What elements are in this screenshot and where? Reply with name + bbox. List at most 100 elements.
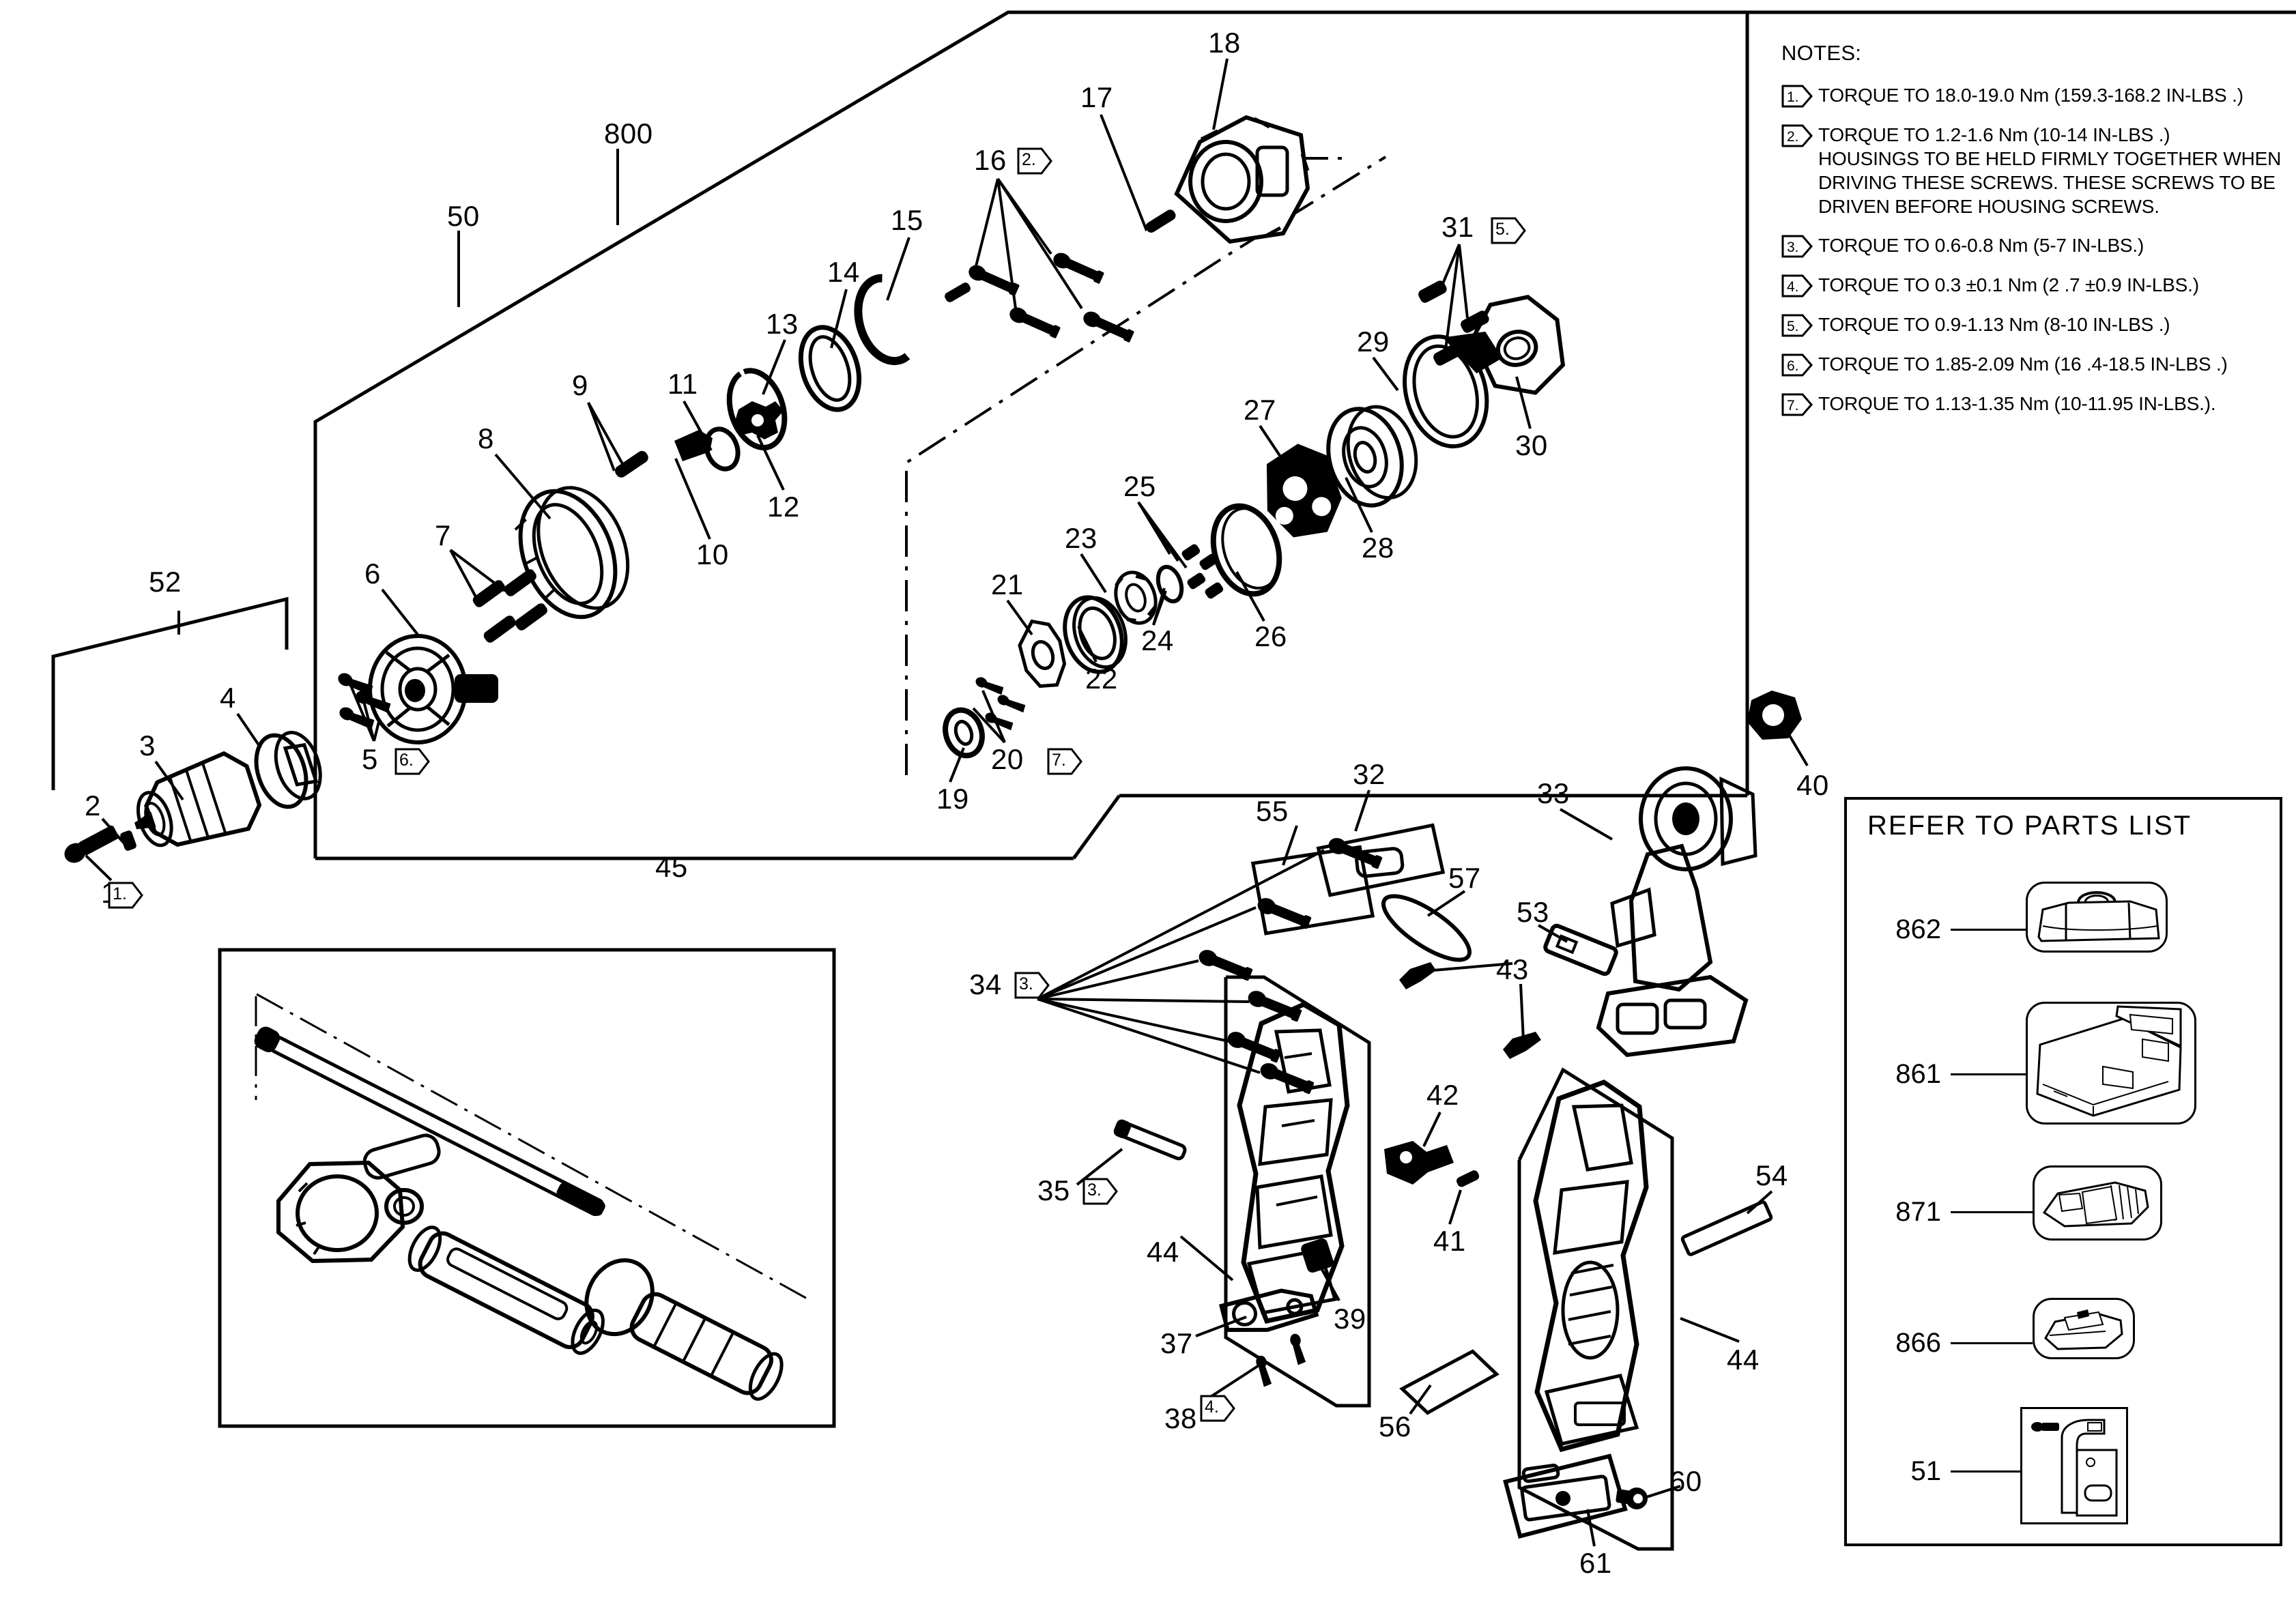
svg-text:5.: 5. — [1787, 319, 1799, 334]
callout-37: 37 — [1160, 1327, 1193, 1359]
callout-25: 25 — [1123, 470, 1156, 502]
callout-53: 53 — [1517, 896, 1549, 928]
callout-44-left: 44 — [1147, 1236, 1179, 1268]
note-row-2: 2. TORQUE TO 1.2-1.6 Nm (10-14 IN-LBS .)… — [1781, 123, 2286, 218]
callout-23: 23 — [1065, 522, 1097, 554]
callout-8: 8 — [478, 422, 494, 454]
note-1-flag-icon: 1. — [1781, 85, 1813, 108]
callout-21: 21 — [991, 568, 1024, 600]
callout-44-right: 44 — [1727, 1344, 1760, 1376]
callout-52: 52 — [149, 566, 182, 598]
parts-row-51-number: 51 — [1910, 1456, 1942, 1486]
note-6-flag-icon: 6. — [1781, 353, 1813, 377]
callout-45: 45 — [655, 851, 688, 883]
note-1-text: TORQUE TO 18.0-19.0 Nm (159.3-168.2 IN-L… — [1818, 85, 2243, 106]
note-flag-35: 3. — [1082, 1178, 1118, 1205]
callout-30: 30 — [1515, 429, 1548, 461]
note-3-flag-icon: 3. — [1781, 235, 1813, 258]
callout-54: 54 — [1755, 1159, 1788, 1191]
callout-17: 17 — [1080, 81, 1113, 113]
notes-block: NOTES: 1. TORQUE TO 18.0-19.0 Nm (159.3-… — [1781, 41, 2286, 431]
callout-34: 34 — [969, 968, 1002, 1000]
callout-33: 33 — [1537, 777, 1570, 809]
callout-55: 55 — [1256, 795, 1289, 827]
assembly-bracket-52 — [51, 596, 289, 790]
parts-row-866-number: 866 — [1895, 1328, 1941, 1358]
parts-row-862: 862 — [1859, 914, 2180, 945]
callout-26: 26 — [1254, 620, 1287, 652]
parts-row-871-leader — [1951, 1211, 2033, 1213]
callout-32: 32 — [1353, 758, 1386, 790]
note-flag-35-text: 3. — [1087, 1180, 1102, 1200]
callout-29: 29 — [1357, 325, 1390, 358]
note-flag-5-text: 6. — [399, 751, 414, 770]
callout-16: 16 — [974, 144, 1007, 176]
callout-6: 6 — [364, 557, 381, 590]
callout-3: 3 — [139, 729, 156, 762]
note-4-flag-icon: 4. — [1781, 274, 1813, 298]
callout-20: 20 — [991, 743, 1024, 775]
callout-61: 61 — [1579, 1547, 1612, 1579]
callout-35: 35 — [1037, 1174, 1070, 1206]
note-flag-34: 3. — [1014, 972, 1050, 999]
note-flag-20: 7. — [1047, 748, 1082, 775]
note-flag-20-text: 7. — [1052, 751, 1066, 770]
parts-row-861-leader — [1951, 1073, 2033, 1075]
callout-50: 50 — [447, 200, 480, 232]
note-5-text: TORQUE TO 0.9-1.13 Nm (8-10 IN-LBS .) — [1818, 314, 2170, 335]
callout-13: 13 — [766, 308, 799, 340]
callout-56: 56 — [1379, 1410, 1411, 1442]
callout-12: 12 — [767, 491, 800, 523]
svg-text:6.: 6. — [1787, 358, 1799, 374]
assembly-box-44-left — [1224, 975, 1371, 1408]
parts-row-862-leader — [1951, 929, 2033, 931]
leader-lines-lower — [1037, 727, 1809, 1547]
note-flag-16-text: 2. — [1022, 150, 1036, 169]
thumb-belt-hook — [2020, 1407, 2128, 1524]
note-4-text: TORQUE TO 0.3 ±0.1 Nm (2 .7 ±0.9 IN-LBS.… — [1818, 274, 2199, 295]
callout-18: 18 — [1208, 27, 1241, 59]
note-row-1: 1. TORQUE TO 18.0-19.0 Nm (159.3-168.2 I… — [1781, 83, 2286, 108]
svg-text:3.: 3. — [1787, 240, 1799, 255]
callout-57: 57 — [1448, 862, 1481, 894]
callout-14: 14 — [827, 256, 860, 288]
callout-5: 5 — [362, 743, 378, 775]
note-flag-31: 5. — [1491, 217, 1526, 244]
svg-text:4.: 4. — [1787, 279, 1799, 295]
callout-9: 9 — [572, 369, 588, 401]
thumb-tool-bag — [2026, 882, 2168, 953]
refer-to-parts-list-panel: REFER TO PARTS LIST 862 861 — [1844, 797, 2282, 1546]
note-2-flag-icon: 2. — [1781, 124, 1813, 147]
parts-row-866-leader — [1951, 1342, 2033, 1344]
note-2-text: TORQUE TO 1.2-1.6 Nm (10-14 IN-LBS .) HO… — [1818, 124, 2282, 217]
callout-22: 22 — [1085, 663, 1118, 695]
note-row-7: 7. TORQUE TO 1.13-1.35 Nm (10-11.95 IN-L… — [1781, 392, 2286, 416]
assembly-box-45 — [218, 948, 836, 1428]
note-3-text: TORQUE TO 0.6-0.8 Nm (5-7 IN-LBS.) — [1818, 235, 2144, 256]
callout-15: 15 — [891, 204, 923, 236]
parts-row-861: 861 — [1859, 1059, 2180, 1090]
callout-10: 10 — [696, 538, 729, 570]
callout-2: 2 — [85, 789, 101, 822]
callout-19: 19 — [936, 783, 969, 815]
parts-row-51-leader — [1951, 1470, 2033, 1473]
parts-art-main — [336, 115, 1566, 759]
svg-text:1.: 1. — [1787, 89, 1799, 105]
callout-43: 43 — [1496, 953, 1529, 985]
callout-28: 28 — [1362, 532, 1394, 564]
note-flag-1: 1. — [108, 882, 143, 909]
assembly-box-44-right — [1517, 1067, 1674, 1551]
callout-38: 38 — [1164, 1402, 1197, 1434]
note-row-4: 4. TORQUE TO 0.3 ±0.1 Nm (2 .7 ±0.9 IN-L… — [1781, 273, 2286, 298]
parts-row-866: 866 — [1859, 1328, 2180, 1359]
assembly-outline-50 — [905, 156, 1387, 775]
callout-40: 40 — [1796, 769, 1829, 801]
parts-row-862-number: 862 — [1895, 914, 1941, 944]
note-flag-38-text: 4. — [1205, 1397, 1219, 1417]
callout-11: 11 — [668, 368, 698, 400]
parts-art-side-handle — [254, 1026, 784, 1401]
parts-row-871-number: 871 — [1895, 1197, 1941, 1227]
note-flag-5: 6. — [394, 748, 430, 775]
callout-27: 27 — [1244, 394, 1276, 426]
